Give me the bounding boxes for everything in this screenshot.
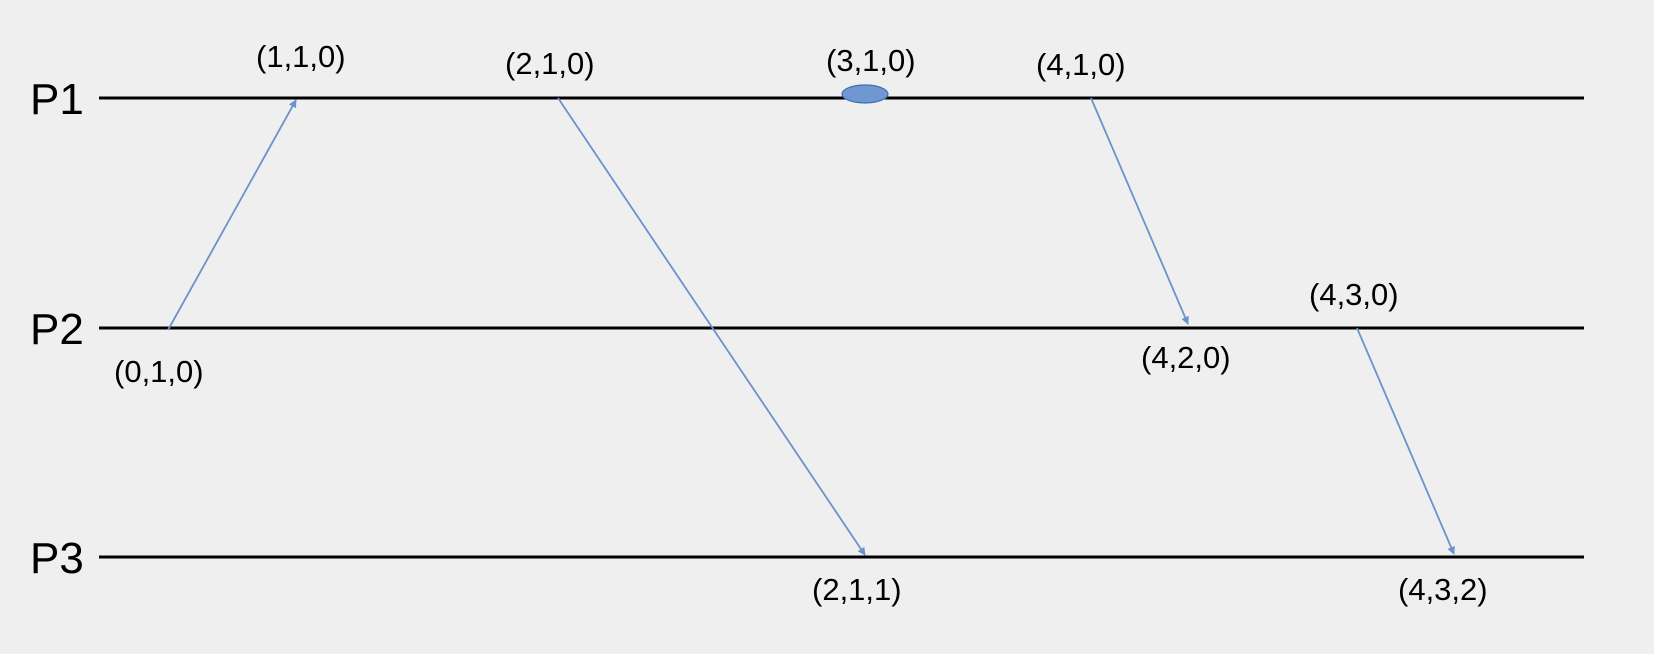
message-p1-to-p3	[557, 97, 866, 556]
message-p2-to-p3	[1356, 327, 1455, 555]
timestamp-label: (3,1,0)	[826, 43, 916, 78]
timestamp-label: (0,1,0)	[114, 354, 204, 389]
process-label-p2: P2	[30, 305, 84, 354]
timestamp-label: (1,1,0)	[256, 39, 346, 74]
internal-event-marker	[841, 84, 889, 104]
message-p1-to-p2	[1090, 97, 1189, 325]
timestamp-label: (2,1,1)	[812, 572, 902, 607]
timestamp-label: (4,1,0)	[1036, 47, 1126, 82]
timestamp-label: (2,1,0)	[505, 46, 595, 81]
timestamp-label: (4,3,2)	[1398, 572, 1488, 607]
process-label-p3: P3	[30, 534, 84, 583]
timestamp-label: (4,2,0)	[1141, 340, 1231, 375]
process-label-p1: P1	[30, 75, 84, 124]
message-p2-to-p1	[167, 99, 297, 331]
timestamp-label: (4,3,0)	[1309, 277, 1399, 312]
